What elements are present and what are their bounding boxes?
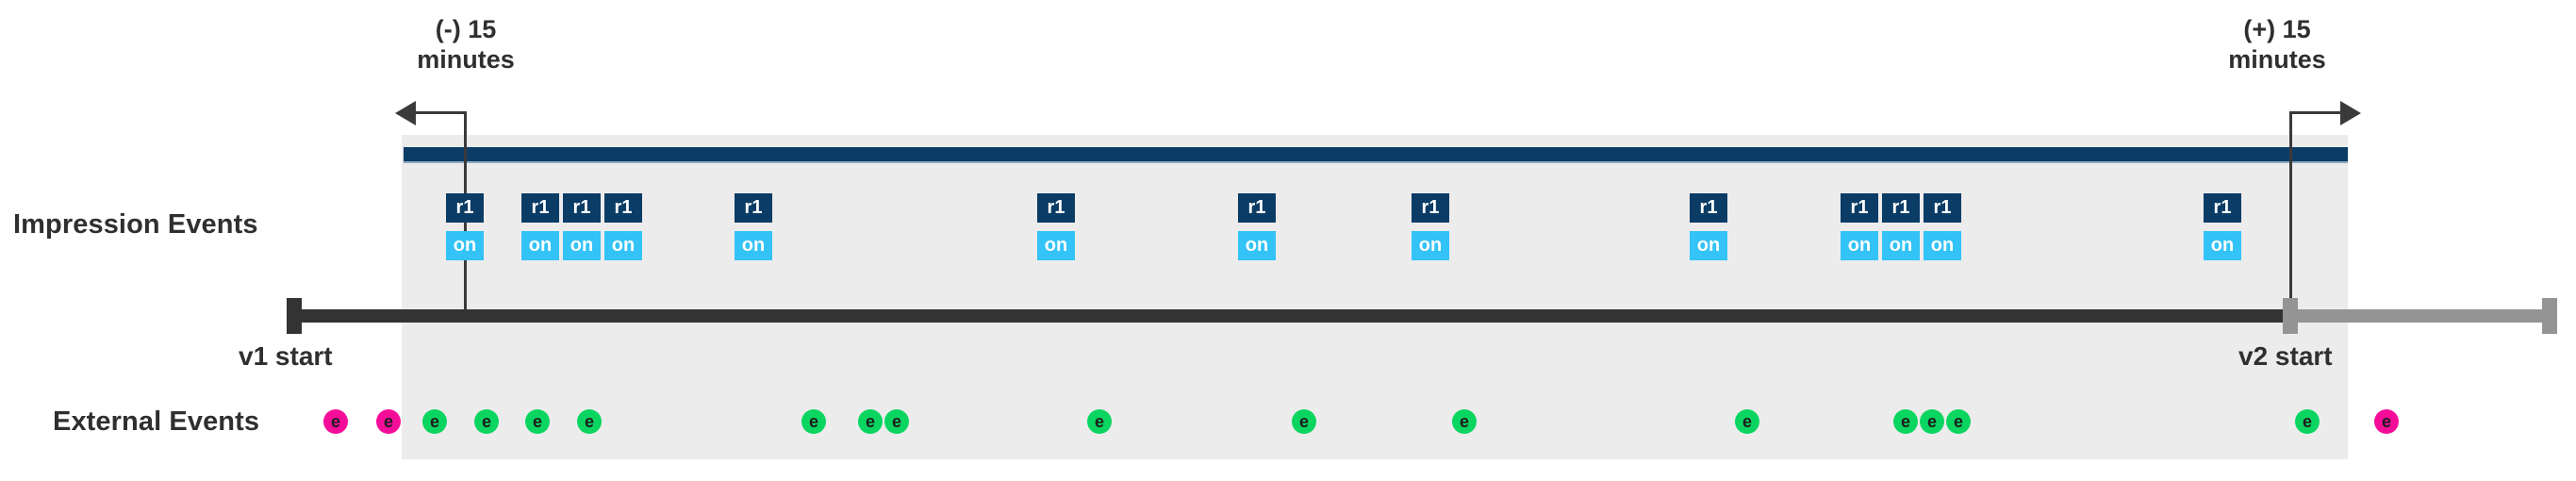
external-event-dot-out-window: e <box>2374 409 2399 434</box>
external-event-dot-in-window: e <box>801 409 826 434</box>
impression-chip-r1: r1 <box>1238 193 1276 223</box>
right-arrow-icon <box>2340 101 2361 125</box>
impression-event-chip: r1 on <box>604 193 642 260</box>
impression-chip-r1: r1 <box>735 193 772 223</box>
impression-chip-r1: r1 <box>1412 193 1449 223</box>
external-event-dot-out-window: e <box>376 409 401 434</box>
impression-chip-r1: r1 <box>2204 193 2241 223</box>
external-event-dot-in-window: e <box>1920 409 1944 434</box>
impression-chip-on: on <box>1037 231 1075 260</box>
impression-event-chip: r1 on <box>1412 193 1449 260</box>
impression-chip-on: on <box>1412 231 1449 260</box>
impression-events-label: Impression Events <box>13 209 258 240</box>
impression-event-chip: r1 on <box>1924 193 1961 260</box>
impression-event-chip: r1 on <box>1037 193 1075 260</box>
external-window-panel <box>402 315 2348 459</box>
impression-chip-on: on <box>446 231 484 260</box>
impression-chip-r1: r1 <box>1037 193 1075 223</box>
left-arrow-icon <box>395 101 416 125</box>
external-event-dot-in-window: e <box>577 409 602 434</box>
impression-chip-on: on <box>563 231 601 260</box>
external-event-dot-in-window: e <box>422 409 447 434</box>
external-event-dot-in-window: e <box>1946 409 1971 434</box>
impression-chip-r1: r1 <box>521 193 559 223</box>
impression-window-panel <box>402 135 2348 315</box>
external-event-dot-in-window: e <box>858 409 883 434</box>
impression-event-chip: r1 on <box>1690 193 1727 260</box>
v1-timeline-bar <box>292 309 2288 323</box>
impression-event-chip: r1 on <box>563 193 601 260</box>
impression-event-chip: r1 on <box>1882 193 1920 260</box>
impression-event-chip: r1 on <box>1841 193 1878 260</box>
impression-chip-on: on <box>1841 231 1878 260</box>
right-arrow-stem <box>2289 111 2343 114</box>
external-event-dot-in-window: e <box>2295 409 2320 434</box>
impression-event-chip: r1 on <box>2204 193 2241 260</box>
minus-15-minutes-annotation: (-) 15 minutes <box>417 15 515 74</box>
impression-chip-on: on <box>604 231 642 260</box>
impression-chip-on: on <box>1238 231 1276 260</box>
impression-chip-on: on <box>521 231 559 260</box>
version-bar <box>404 147 2348 161</box>
impression-chip-r1: r1 <box>1841 193 1878 223</box>
v2-end-marker <box>2542 298 2557 334</box>
impression-chip-on: on <box>1924 231 1961 260</box>
external-event-dot-in-window: e <box>1452 409 1477 434</box>
v2-timeline-bar <box>2288 309 2557 323</box>
impression-chip-on: on <box>1882 231 1920 260</box>
v1-start-label: v1 start <box>239 341 333 371</box>
right-guide-line <box>2289 111 2292 317</box>
external-event-dot-in-window: e <box>474 409 499 434</box>
impression-event-chip: r1 on <box>446 193 484 260</box>
impression-event-chip: r1 on <box>735 193 772 260</box>
v1-start-marker <box>287 298 302 334</box>
impression-event-chip: r1 on <box>1238 193 1276 260</box>
impression-event-chip: r1 on <box>521 193 559 260</box>
v2-start-label: v2 start <box>2238 341 2333 371</box>
version-bar-underline <box>404 161 2348 163</box>
impression-chip-on: on <box>735 231 772 260</box>
impression-chip-on: on <box>1690 231 1727 260</box>
external-event-dot-in-window: e <box>525 409 550 434</box>
external-event-dot-in-window: e <box>1893 409 1918 434</box>
external-event-dot-in-window: e <box>1735 409 1759 434</box>
external-event-dot-out-window: e <box>323 409 348 434</box>
impression-chip-r1: r1 <box>604 193 642 223</box>
impression-chip-r1: r1 <box>1924 193 1961 223</box>
external-events-label: External Events <box>53 406 260 437</box>
impression-chip-on: on <box>2204 231 2241 260</box>
impression-chip-r1: r1 <box>446 193 484 223</box>
v2-start-marker <box>2283 298 2298 334</box>
external-event-dot-in-window: e <box>1087 409 1112 434</box>
left-arrow-stem <box>413 111 467 114</box>
impression-chip-r1: r1 <box>1690 193 1727 223</box>
impression-chip-r1: r1 <box>563 193 601 223</box>
impression-chip-r1: r1 <box>1882 193 1920 223</box>
external-event-dot-in-window: e <box>1292 409 1316 434</box>
external-event-dot-in-window: e <box>884 409 909 434</box>
plus-15-minutes-annotation: (+) 15 minutes <box>2228 15 2326 74</box>
